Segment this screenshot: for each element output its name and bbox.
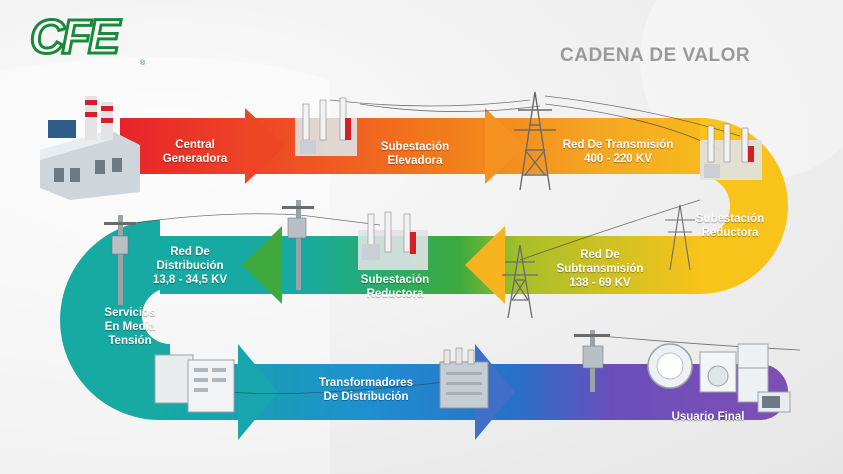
switchgear-cabinet-icon [154,354,235,413]
distribution-pole-3-icon [574,330,610,392]
substation-reductora-1-icon [700,123,762,180]
distribution-pole-1-icon [104,215,136,305]
page-title: CADENA DE VALOR [560,45,751,66]
cfe-logo: CFE [29,11,122,64]
subtransmission-tower-icon [502,244,538,319]
microwave-icon [757,391,791,413]
subtransmission-tower-2-icon [665,204,695,271]
electric-meter-icon [647,343,693,389]
power-plant-icon [40,96,140,200]
registered-mark: ® [140,60,146,67]
washing-machine-icon [699,351,737,393]
transmission-tower-icon [514,91,556,191]
substation-elevadora-icon [295,97,357,156]
substation-reductora-2-icon [358,211,428,270]
power-lines [119,95,801,395]
label-usuario-final: Usuario Final [671,411,745,423]
left-curve [60,220,175,420]
distribution-transformer-icon [439,347,489,409]
distribution-pole-2-icon [282,200,314,290]
middle-band [160,226,700,304]
